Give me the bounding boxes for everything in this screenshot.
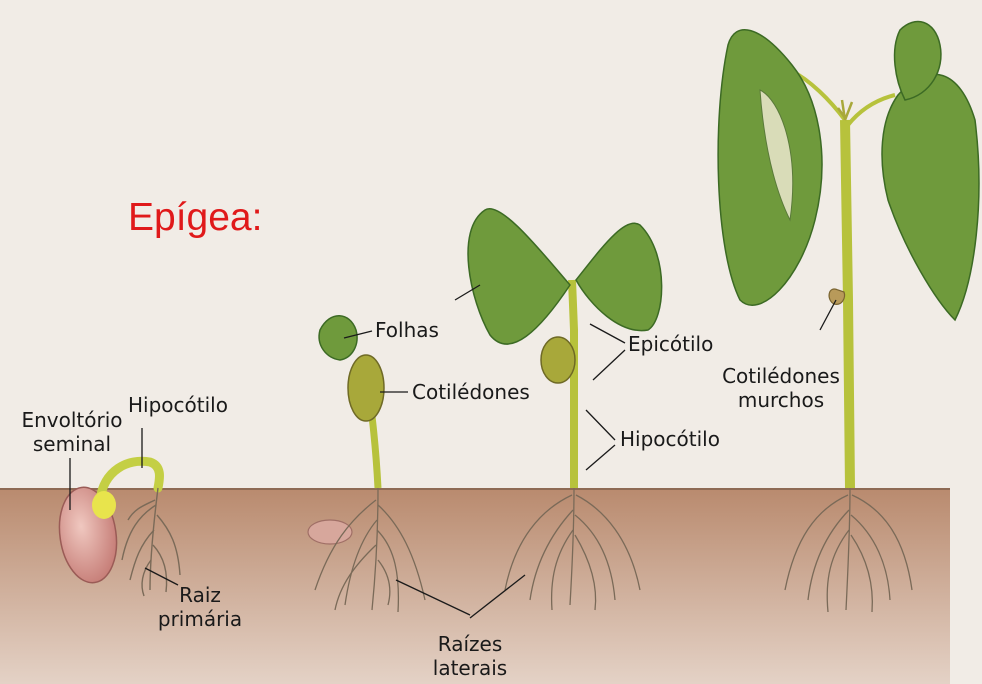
- leader-hipocotilo-2-b: [586, 445, 615, 470]
- diagram-title: Epígea:: [128, 194, 262, 242]
- leader-cotiledones-murchos: [820, 300, 836, 330]
- withered-cotyledons: [829, 289, 844, 304]
- cotyledon-stage-2: [348, 355, 384, 421]
- label-epicotilo: Epicótilo: [628, 332, 713, 356]
- leaf-stage-3-right: [576, 223, 662, 330]
- old-seed-coat: [308, 520, 352, 544]
- label-raizes-line2: laterais: [420, 656, 520, 680]
- leader-hipocotilo-2-a: [586, 410, 615, 440]
- label-murchos-line1: Cotilédones: [706, 364, 856, 388]
- label-envoltorio-line2: seminal: [4, 432, 140, 456]
- folded-leaves: [319, 316, 357, 360]
- stem-stage-4: [845, 120, 850, 488]
- label-raiz-line2: primária: [150, 607, 250, 631]
- label-raiz-primaria: Raiz primária: [150, 583, 250, 631]
- label-hipocotilo-1: Hipocótilo: [128, 393, 228, 417]
- stem-stage-3: [572, 280, 574, 488]
- label-folhas: Folhas: [375, 318, 439, 342]
- label-raizes-laterais: Raízes laterais: [420, 632, 520, 680]
- leader-epicotilo-b: [593, 350, 625, 380]
- label-murchos-line2: murchos: [706, 388, 856, 412]
- leader-epicotilo-a: [590, 324, 625, 343]
- leaf-stage-3-left: [468, 209, 570, 344]
- label-envoltorio-line1: Envoltório: [4, 408, 140, 432]
- label-raizes-line1: Raízes: [420, 632, 520, 656]
- leaf-stage-4-right: [882, 74, 979, 320]
- label-cotiledones-murchos: Cotilédones murchos: [706, 364, 856, 412]
- label-cotiledones: Cotilédones: [412, 380, 530, 404]
- label-envoltorio-seminal: Envoltório seminal: [4, 408, 140, 456]
- shoot-tip: [838, 100, 852, 120]
- cotyledon-emerging: [92, 491, 116, 519]
- leaf-stage-4-left: [718, 30, 822, 305]
- label-raiz-line1: Raiz: [150, 583, 250, 607]
- cotyledon-stage-3: [541, 337, 575, 383]
- label-hipocotilo-2: Hipocótilo: [620, 427, 720, 451]
